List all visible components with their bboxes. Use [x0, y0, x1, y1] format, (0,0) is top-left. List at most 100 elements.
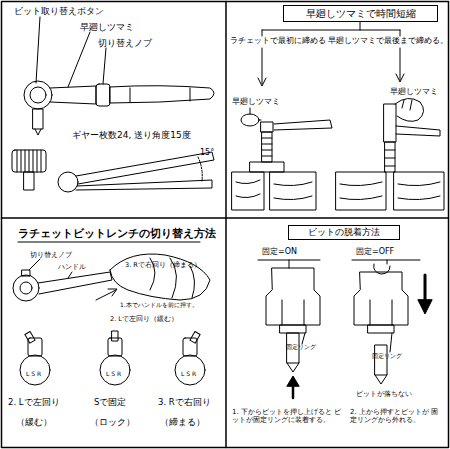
bit-holder-off	[374, 264, 390, 274]
step-note: 3. Rで右回り（締まる）	[125, 262, 201, 269]
tightening-scene	[385, 142, 395, 172]
step-note: 1.本でハンドルを前に押す。	[120, 302, 198, 309]
part-name: 固定リング	[372, 353, 402, 360]
ratchet-wrench	[190, 88, 191, 101]
box-text: ビットの脱着方法	[308, 228, 380, 238]
ratchet-wrench	[50, 86, 96, 104]
angle-mark: 15°	[200, 148, 214, 157]
bit-holder-off	[354, 272, 408, 325]
state-label: 固定=OFF	[356, 247, 394, 256]
switching-drawing	[13, 275, 39, 301]
tightening-scene	[250, 108, 251, 114]
branch-line	[258, 22, 404, 86]
tightening-scene	[262, 132, 272, 162]
branch-line	[258, 78, 266, 86]
tightening-scene	[340, 182, 440, 200]
spec-note: ギヤー枚数24, 送り角度15度	[72, 130, 191, 140]
dial-drawing	[100, 331, 130, 385]
tightening-scene	[262, 138, 272, 156]
switching-drawing	[108, 289, 117, 296]
tightening-scene	[274, 120, 332, 130]
title-underline	[18, 242, 200, 243]
mode-label: 2. Lで左回り	[8, 398, 60, 408]
tightening-scene	[259, 120, 261, 121]
gear-detail	[17, 150, 41, 172]
gear-detail	[12, 150, 46, 172]
bit-holder-on	[287, 376, 299, 386]
panel-frame	[225, 2, 227, 448]
gear-detail	[24, 172, 34, 190]
ratchet-wrench	[24, 81, 214, 135]
part-name: 早廻しツマミ	[232, 98, 280, 107]
note-text: ビットが落ちない	[356, 390, 412, 398]
tightening-scene	[236, 180, 312, 200]
dial-drawing	[20, 355, 50, 385]
title-underline	[18, 242, 200, 243]
part-name: 早廻しツマミ	[80, 22, 134, 32]
dial-drawing	[190, 332, 200, 344]
dial-drawing	[112, 331, 118, 341]
mode-note: （締まる）	[160, 418, 205, 428]
dial-marking: L S R	[26, 371, 41, 378]
switching-drawing	[22, 270, 30, 276]
bit-holder-off	[368, 325, 394, 333]
tightening-scene	[336, 172, 386, 210]
panel-frame	[2, 217, 449, 219]
bit-holder-on	[266, 268, 320, 398]
bit-holder-off	[390, 333, 392, 352]
bit-holder-off	[375, 345, 387, 375]
tightening-scene	[395, 98, 424, 121]
dial-drawing	[20, 331, 205, 385]
leader-line	[36, 17, 40, 83]
part-name: ハンドル	[58, 264, 86, 271]
feed-angle-drawing	[58, 152, 214, 192]
part-name: 切り替えノブ	[98, 38, 152, 48]
switching-drawing	[110, 254, 210, 300]
dial-drawing	[20, 332, 50, 385]
branch-line	[262, 22, 400, 36]
part-name: 固定リング	[286, 344, 316, 351]
gear-detail	[12, 150, 46, 190]
tightening-scene	[232, 98, 444, 210]
dial-drawing	[100, 355, 130, 385]
ratchet-wrench	[35, 129, 41, 135]
part-name: 早廻しツマミ	[390, 88, 438, 97]
bit-holder-off	[418, 300, 432, 314]
ratchet-wrench	[110, 86, 214, 103]
branch-line	[396, 74, 404, 82]
tightening-scene	[261, 122, 273, 132]
title-box: ビットの脱着方法	[288, 225, 400, 240]
switching-drawing	[38, 272, 112, 294]
tightening-scene	[250, 162, 284, 172]
switching-drawing	[13, 254, 210, 301]
tightening-scene	[232, 172, 264, 210]
ratchet-wrench	[96, 84, 110, 106]
dial-drawing	[175, 355, 205, 385]
title-band: 早廻しツマミで時間短縮	[283, 5, 438, 22]
branch-line	[400, 48, 401, 80]
bit-holder-on	[302, 333, 305, 344]
box-text: 早廻しツマミで時間短縮	[306, 8, 416, 19]
leader-line	[68, 32, 90, 87]
mode-label: 3. Rで右回り	[158, 398, 211, 408]
bracket-line	[352, 260, 420, 264]
step-note: 2. Lで左回り（緩む）	[110, 316, 178, 323]
dial-marking: L S R	[181, 371, 196, 378]
dial-drawing	[25, 332, 35, 344]
switching-drawing	[20, 282, 32, 294]
mode-note: （ロック）	[90, 418, 135, 428]
ratchet-wrench	[24, 81, 52, 109]
bracket-line	[258, 260, 320, 268]
switching-drawing	[29, 259, 40, 270]
bit-holder-off	[375, 375, 387, 384]
ratchet-wrench	[130, 88, 131, 102]
bit-holder-off	[354, 264, 432, 384]
bit-holder-on	[287, 363, 299, 372]
bit-holder-on	[280, 325, 306, 333]
branch-line	[262, 48, 263, 84]
tightening-scene	[241, 114, 259, 126]
mode-note: （緩む）	[16, 418, 52, 428]
bracket-line	[258, 260, 420, 268]
